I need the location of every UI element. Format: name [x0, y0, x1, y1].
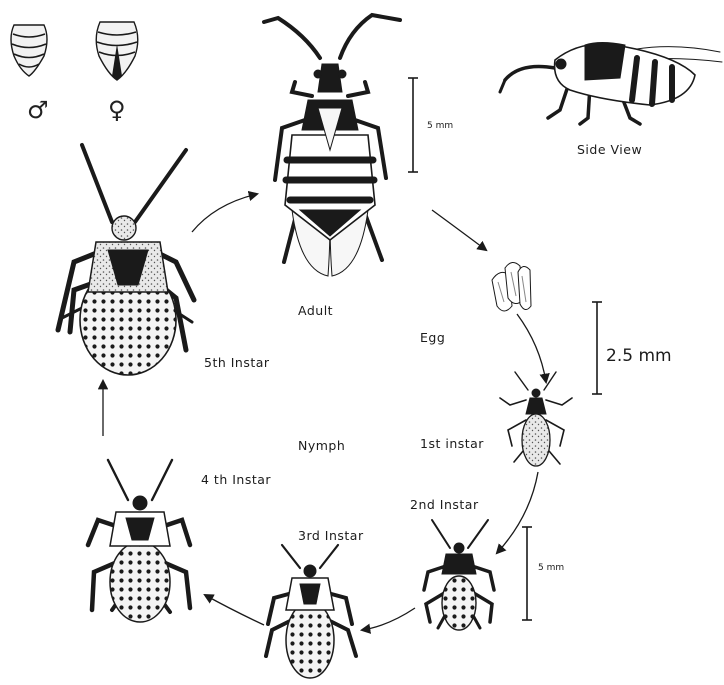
adult-label: Adult — [298, 303, 333, 318]
male-abdomen-tip — [11, 25, 47, 76]
side-view-label: Side View — [577, 142, 642, 157]
male-symbol: ♂ — [27, 98, 49, 122]
female-symbol: ♀ — [108, 98, 126, 122]
nymph-scale-bar — [522, 527, 532, 620]
egg-label: Egg — [420, 330, 445, 345]
fourth-instar-drawing — [88, 460, 190, 622]
fifth-instar-drawing — [58, 145, 194, 375]
adult-bug-drawing — [264, 15, 400, 276]
side-view-bug-drawing — [500, 43, 722, 125]
arrow-first-to-second — [497, 472, 538, 553]
arrow-adult-to-egg — [432, 210, 486, 250]
egg-cluster-drawing — [492, 262, 531, 311]
third-instar-drawing — [266, 545, 356, 678]
egg-scale-bar — [592, 302, 602, 394]
egg-scale-label: 2.5 mm — [606, 346, 672, 366]
adult-scale-bar — [408, 78, 418, 172]
first-instar-drawing — [500, 372, 572, 466]
second-instar-label: 2nd Instar — [410, 497, 479, 512]
female-abdomen-tip — [96, 22, 138, 80]
arrow-third-to-fourth — [205, 595, 264, 625]
adult-scale-label: 5 mm — [427, 121, 453, 131]
fourth-instar-label: 4 th Instar — [201, 472, 271, 487]
arrow-second-to-third — [362, 608, 415, 630]
third-instar-label: 3rd Instar — [298, 528, 364, 543]
arrow-egg-to-first — [517, 314, 546, 382]
nymph-label: Nymph — [298, 438, 345, 453]
arrow-fifth-to-adult — [192, 194, 257, 232]
fifth-instar-label: 5th Instar — [204, 355, 270, 370]
second-instar-drawing — [424, 520, 494, 630]
nymph-scale-label: 5 mm — [538, 563, 564, 573]
first-instar-label: 1st instar — [420, 436, 484, 451]
